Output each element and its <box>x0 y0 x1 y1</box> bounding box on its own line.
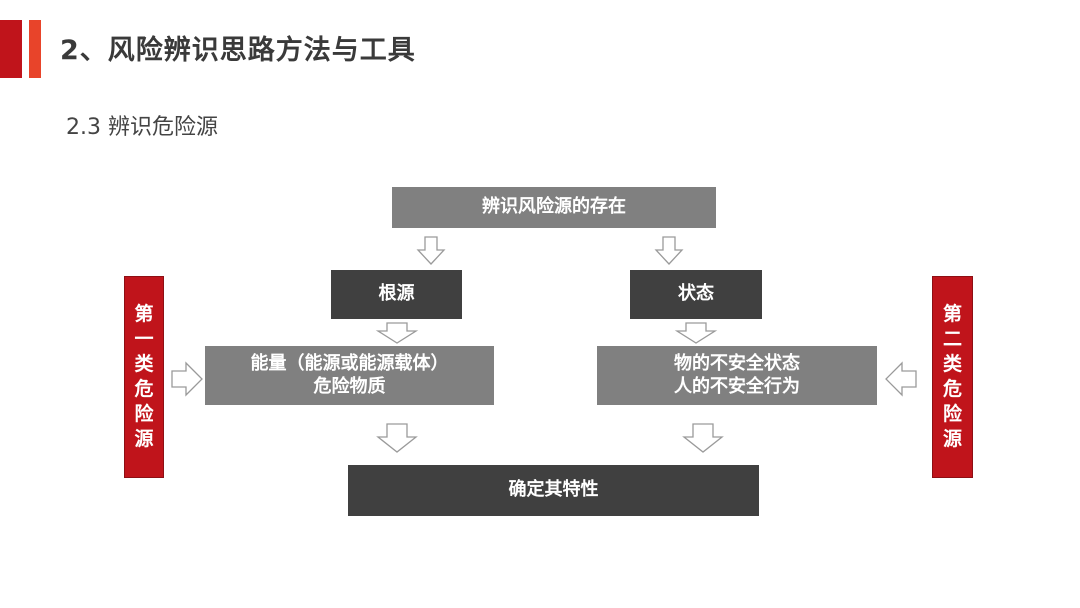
hazardous-substance-text: 危险物质 <box>313 375 386 397</box>
root-source-label: 根源 <box>378 283 415 305</box>
unsafe-object-state-text: 物的不安全状态 <box>674 353 800 374</box>
state-label: 状态 <box>678 283 714 305</box>
down-arrow-icon <box>376 423 418 453</box>
down-arrow-icon <box>654 236 684 265</box>
down-arrow-icon <box>682 423 724 453</box>
determine-characteristics-label: 确定其特性 <box>508 479 599 501</box>
second-type-hazard-text: 第二类危险源 <box>942 303 962 450</box>
down-arrow-icon <box>416 236 446 265</box>
right-arrow-icon <box>171 361 203 397</box>
first-type-hazard-detail-box: 能量（能源或能源载体） 危险物质 <box>205 346 494 405</box>
down-arrow-icon <box>674 322 718 344</box>
unsafe-human-behavior-text: 人的不安全行为 <box>674 375 800 397</box>
second-type-hazard-label: 第二类危险源 <box>932 276 973 478</box>
energy-carrier-text: 能量（能源或能源载体） <box>250 353 449 374</box>
first-type-hazard-label: 第一类危险源 <box>124 276 164 478</box>
first-type-hazard-text: 第一类危险源 <box>134 303 154 450</box>
second-type-hazard-detail-box: 物的不安全状态 人的不安全行为 <box>597 346 877 405</box>
identify-hazard-existence-box: 辨识风险源的存在 <box>392 187 716 228</box>
identify-hazard-existence-label: 辨识风险源的存在 <box>482 196 626 218</box>
determine-characteristics-box: 确定其特性 <box>348 465 759 516</box>
left-arrow-icon <box>885 361 917 397</box>
root-source-box: 根源 <box>331 270 462 319</box>
section-subtitle: 2.3 辨识危险源 <box>66 115 218 140</box>
header-accent-bar-secondary <box>29 20 41 78</box>
header-accent-bar <box>0 20 22 78</box>
state-box: 状态 <box>630 270 762 319</box>
down-arrow-icon <box>375 322 419 344</box>
page-title: 2、风险辨识思路方法与工具 <box>60 35 416 66</box>
